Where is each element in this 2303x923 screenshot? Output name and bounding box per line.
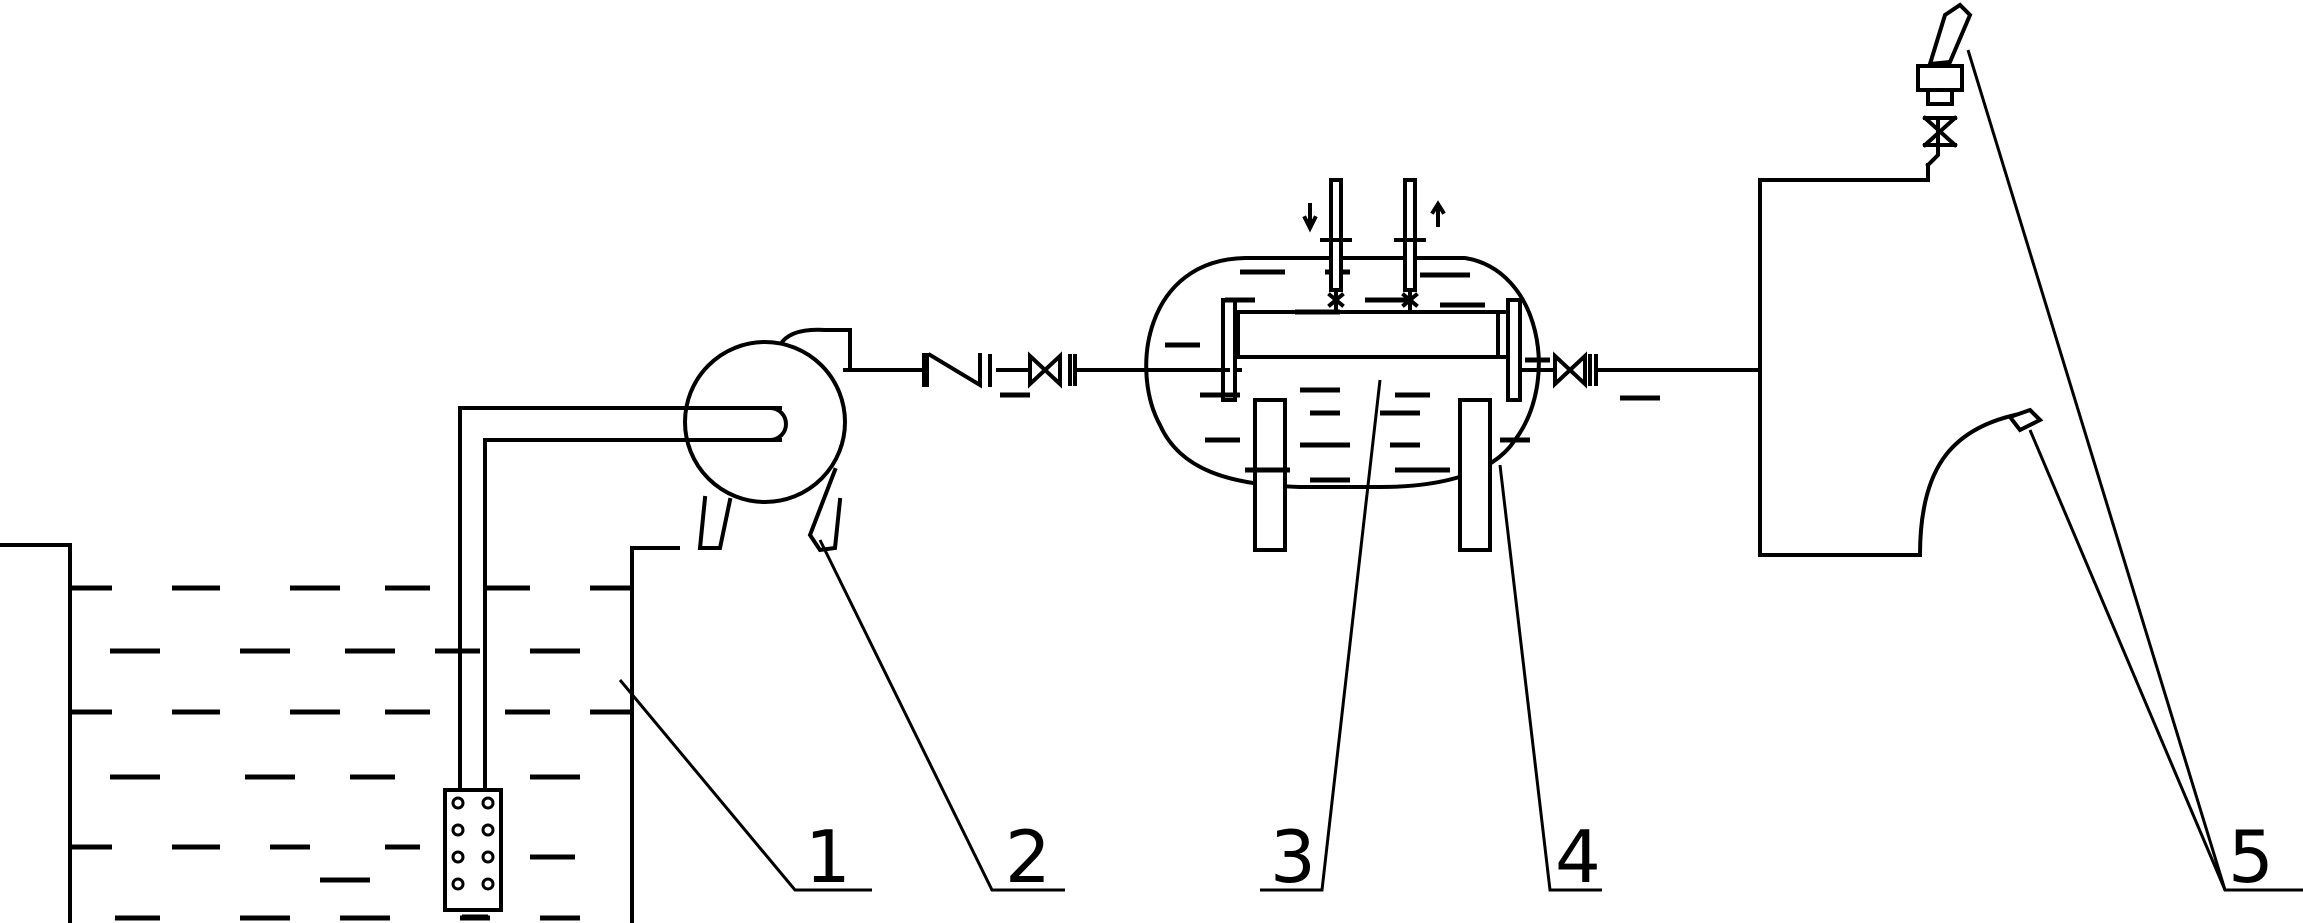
vessel-liquid-marks [1165,269,1550,483]
callout-4: 4 [1555,815,1601,899]
leader-lines [618,49,2303,892]
pump [458,327,852,553]
suction-filter [443,788,503,920]
heat-exchanger [1144,178,1762,552]
water-tank [0,543,680,923]
water-surface-marks [70,585,630,921]
callout-1: 1 [805,815,851,899]
callout-2: 2 [1005,815,1051,899]
discharge-line [843,351,1242,398]
inner-cooling-tube [1221,298,1522,552]
callout-3: 3 [1270,815,1316,899]
thermometer-right [1394,178,1446,312]
thermometer-left [1302,178,1352,312]
outlet-cabinet [1758,2,2044,557]
callout-5: 5 [2228,815,2274,899]
